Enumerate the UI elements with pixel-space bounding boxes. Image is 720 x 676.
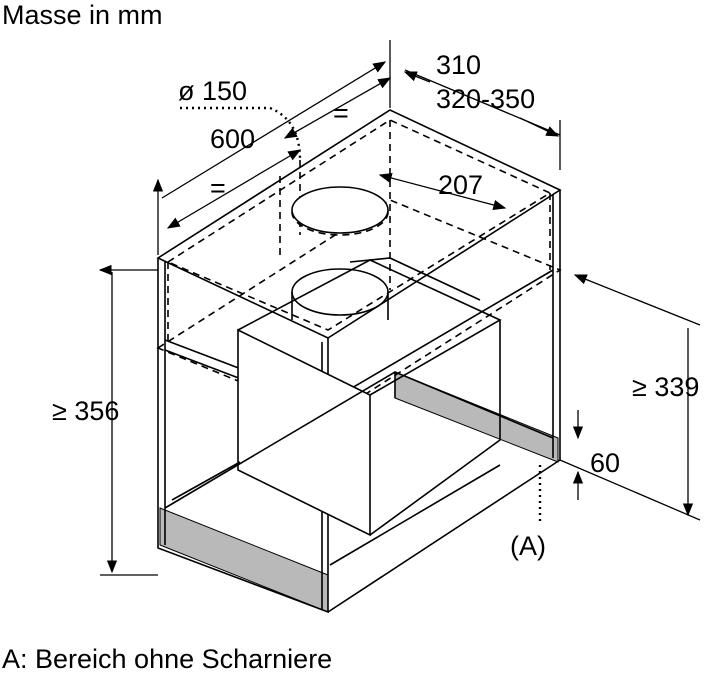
strip-height-label: 60: [590, 448, 621, 478]
marker-a: (A): [510, 531, 546, 561]
depth-range-label: 320-350: [436, 84, 536, 114]
height-left-label: ≥ 356: [52, 396, 120, 426]
depth-min-label: 310: [436, 50, 482, 80]
legend-text: A: Bereich ohne Scharniere: [2, 644, 333, 674]
page-title: Masse in mm: [2, 0, 163, 30]
height-right-label: ≥ 339: [632, 372, 700, 402]
width-label: 600: [210, 124, 256, 154]
duct-top: [291, 186, 389, 234]
equal-left-label: =: [210, 173, 226, 203]
side-strip: [394, 371, 559, 463]
front-strip: [159, 507, 329, 613]
offset-label: 207: [438, 170, 484, 200]
diameter-label: ø 150: [178, 76, 248, 106]
hood-body: [237, 328, 371, 537]
equal-right-label: =: [333, 98, 349, 128]
